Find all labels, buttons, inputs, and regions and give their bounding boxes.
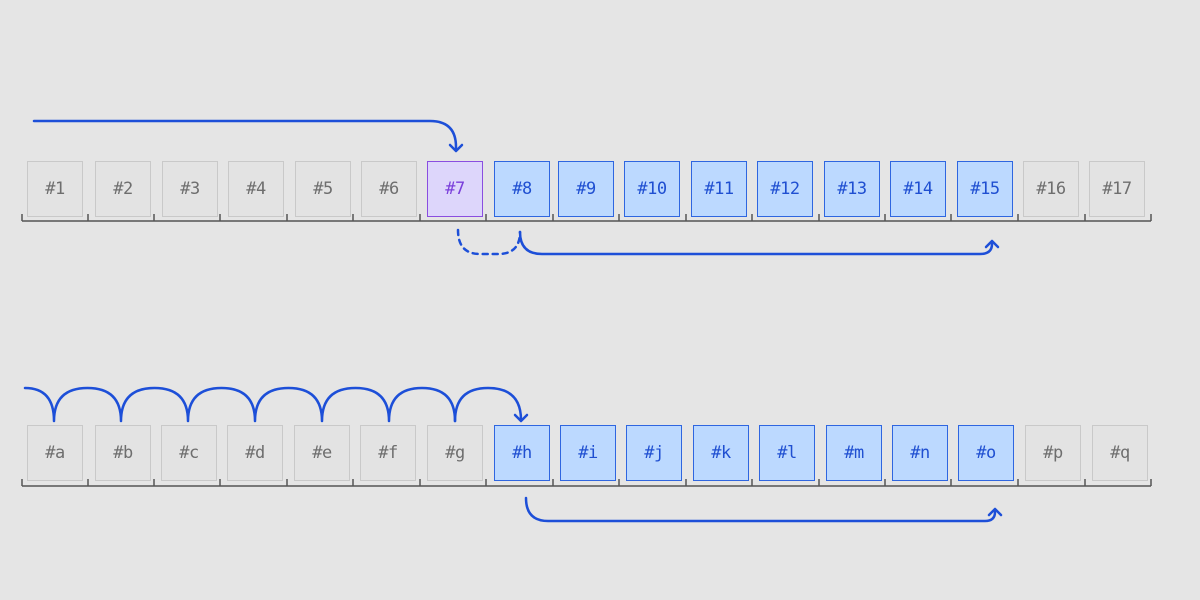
cell-label: #d xyxy=(245,443,265,463)
arrowhead-icon xyxy=(448,143,464,153)
cell-6: #6 xyxy=(361,161,417,217)
cell-label: #g xyxy=(445,443,465,463)
cell-12: #12 xyxy=(757,161,813,217)
cell-16: #16 xyxy=(1023,161,1079,217)
cell-label: #5 xyxy=(313,179,333,199)
cell-a: #a xyxy=(27,425,83,481)
cell-label: #17 xyxy=(1102,179,1132,199)
cell-label: #j xyxy=(644,443,664,463)
span-arrow-bottom xyxy=(524,496,997,523)
cell-j: #j xyxy=(626,425,682,481)
cell-label: #2 xyxy=(113,179,133,199)
cell-q: #q xyxy=(1092,425,1148,481)
cell-label: #4 xyxy=(246,179,266,199)
cell-label: #f xyxy=(378,443,398,463)
cell-label: #c xyxy=(179,443,199,463)
cell-label: #13 xyxy=(837,179,867,199)
cell-4: #4 xyxy=(228,161,284,217)
cell-label: #a xyxy=(45,443,65,463)
cell-m: #m xyxy=(826,425,882,481)
cell-label: #10 xyxy=(637,179,667,199)
cell-label: #e xyxy=(312,443,332,463)
cell-b: #b xyxy=(95,425,151,481)
cell-1: #1 xyxy=(27,161,83,217)
cell-label: #k xyxy=(711,443,731,463)
cell-label: #o xyxy=(976,443,996,463)
cell-label: #h xyxy=(512,443,532,463)
hop-into-h-arrow xyxy=(453,386,523,423)
cell-label: #8 xyxy=(512,179,532,199)
cell-n: #n xyxy=(892,425,948,481)
rulers xyxy=(21,214,1152,487)
cell-label: #12 xyxy=(770,179,800,199)
cell-label: #16 xyxy=(1036,179,1066,199)
cell-5: #5 xyxy=(295,161,351,217)
cell-label: #3 xyxy=(180,179,200,199)
cell-11: #11 xyxy=(691,161,747,217)
cell-label: #q xyxy=(1110,443,1130,463)
arrowhead-icon xyxy=(984,239,1000,249)
cell-label: #1 xyxy=(45,179,65,199)
cell-label: #11 xyxy=(704,179,734,199)
cell-label: #b xyxy=(113,443,133,463)
cell-label: #15 xyxy=(970,179,1000,199)
cell-f: #f xyxy=(360,425,416,481)
cell-label: #m xyxy=(844,443,864,463)
arrows xyxy=(23,119,1003,523)
cell-label: #l xyxy=(777,443,797,463)
cell-14: #14 xyxy=(890,161,946,217)
cell-7: #7 xyxy=(427,161,483,217)
jump-in-arrow xyxy=(32,119,458,152)
cell-e: #e xyxy=(294,425,350,481)
cell-8: #8 xyxy=(494,161,550,217)
cell-9: #9 xyxy=(558,161,614,217)
arrowhead-icon xyxy=(513,413,529,423)
span-arrow-top xyxy=(518,230,994,256)
cell-g: #g xyxy=(427,425,483,481)
cell-l: #l xyxy=(759,425,815,481)
cell-label: #p xyxy=(1043,443,1063,463)
cell-label: #9 xyxy=(576,179,596,199)
cell-label: #i xyxy=(578,443,598,463)
cell-3: #3 xyxy=(162,161,218,217)
cell-label: #14 xyxy=(903,179,933,199)
cell-k: #k xyxy=(693,425,749,481)
cell-d: #d xyxy=(227,425,283,481)
cell-15: #15 xyxy=(957,161,1013,217)
cell-10: #10 xyxy=(624,161,680,217)
hop-chain-arrows xyxy=(23,386,457,423)
cell-17: #17 xyxy=(1089,161,1145,217)
arrowhead-icon xyxy=(987,507,1003,517)
cell-label: #7 xyxy=(445,179,465,199)
dashed-hop-arrow xyxy=(456,228,522,256)
cell-13: #13 xyxy=(824,161,880,217)
cell-label: #n xyxy=(910,443,930,463)
cell-c: #c xyxy=(161,425,217,481)
cell-h: #h xyxy=(494,425,550,481)
cell-label: #6 xyxy=(379,179,399,199)
cell-p: #p xyxy=(1025,425,1081,481)
cell-o: #o xyxy=(958,425,1014,481)
cell-i: #i xyxy=(560,425,616,481)
cell-2: #2 xyxy=(95,161,151,217)
